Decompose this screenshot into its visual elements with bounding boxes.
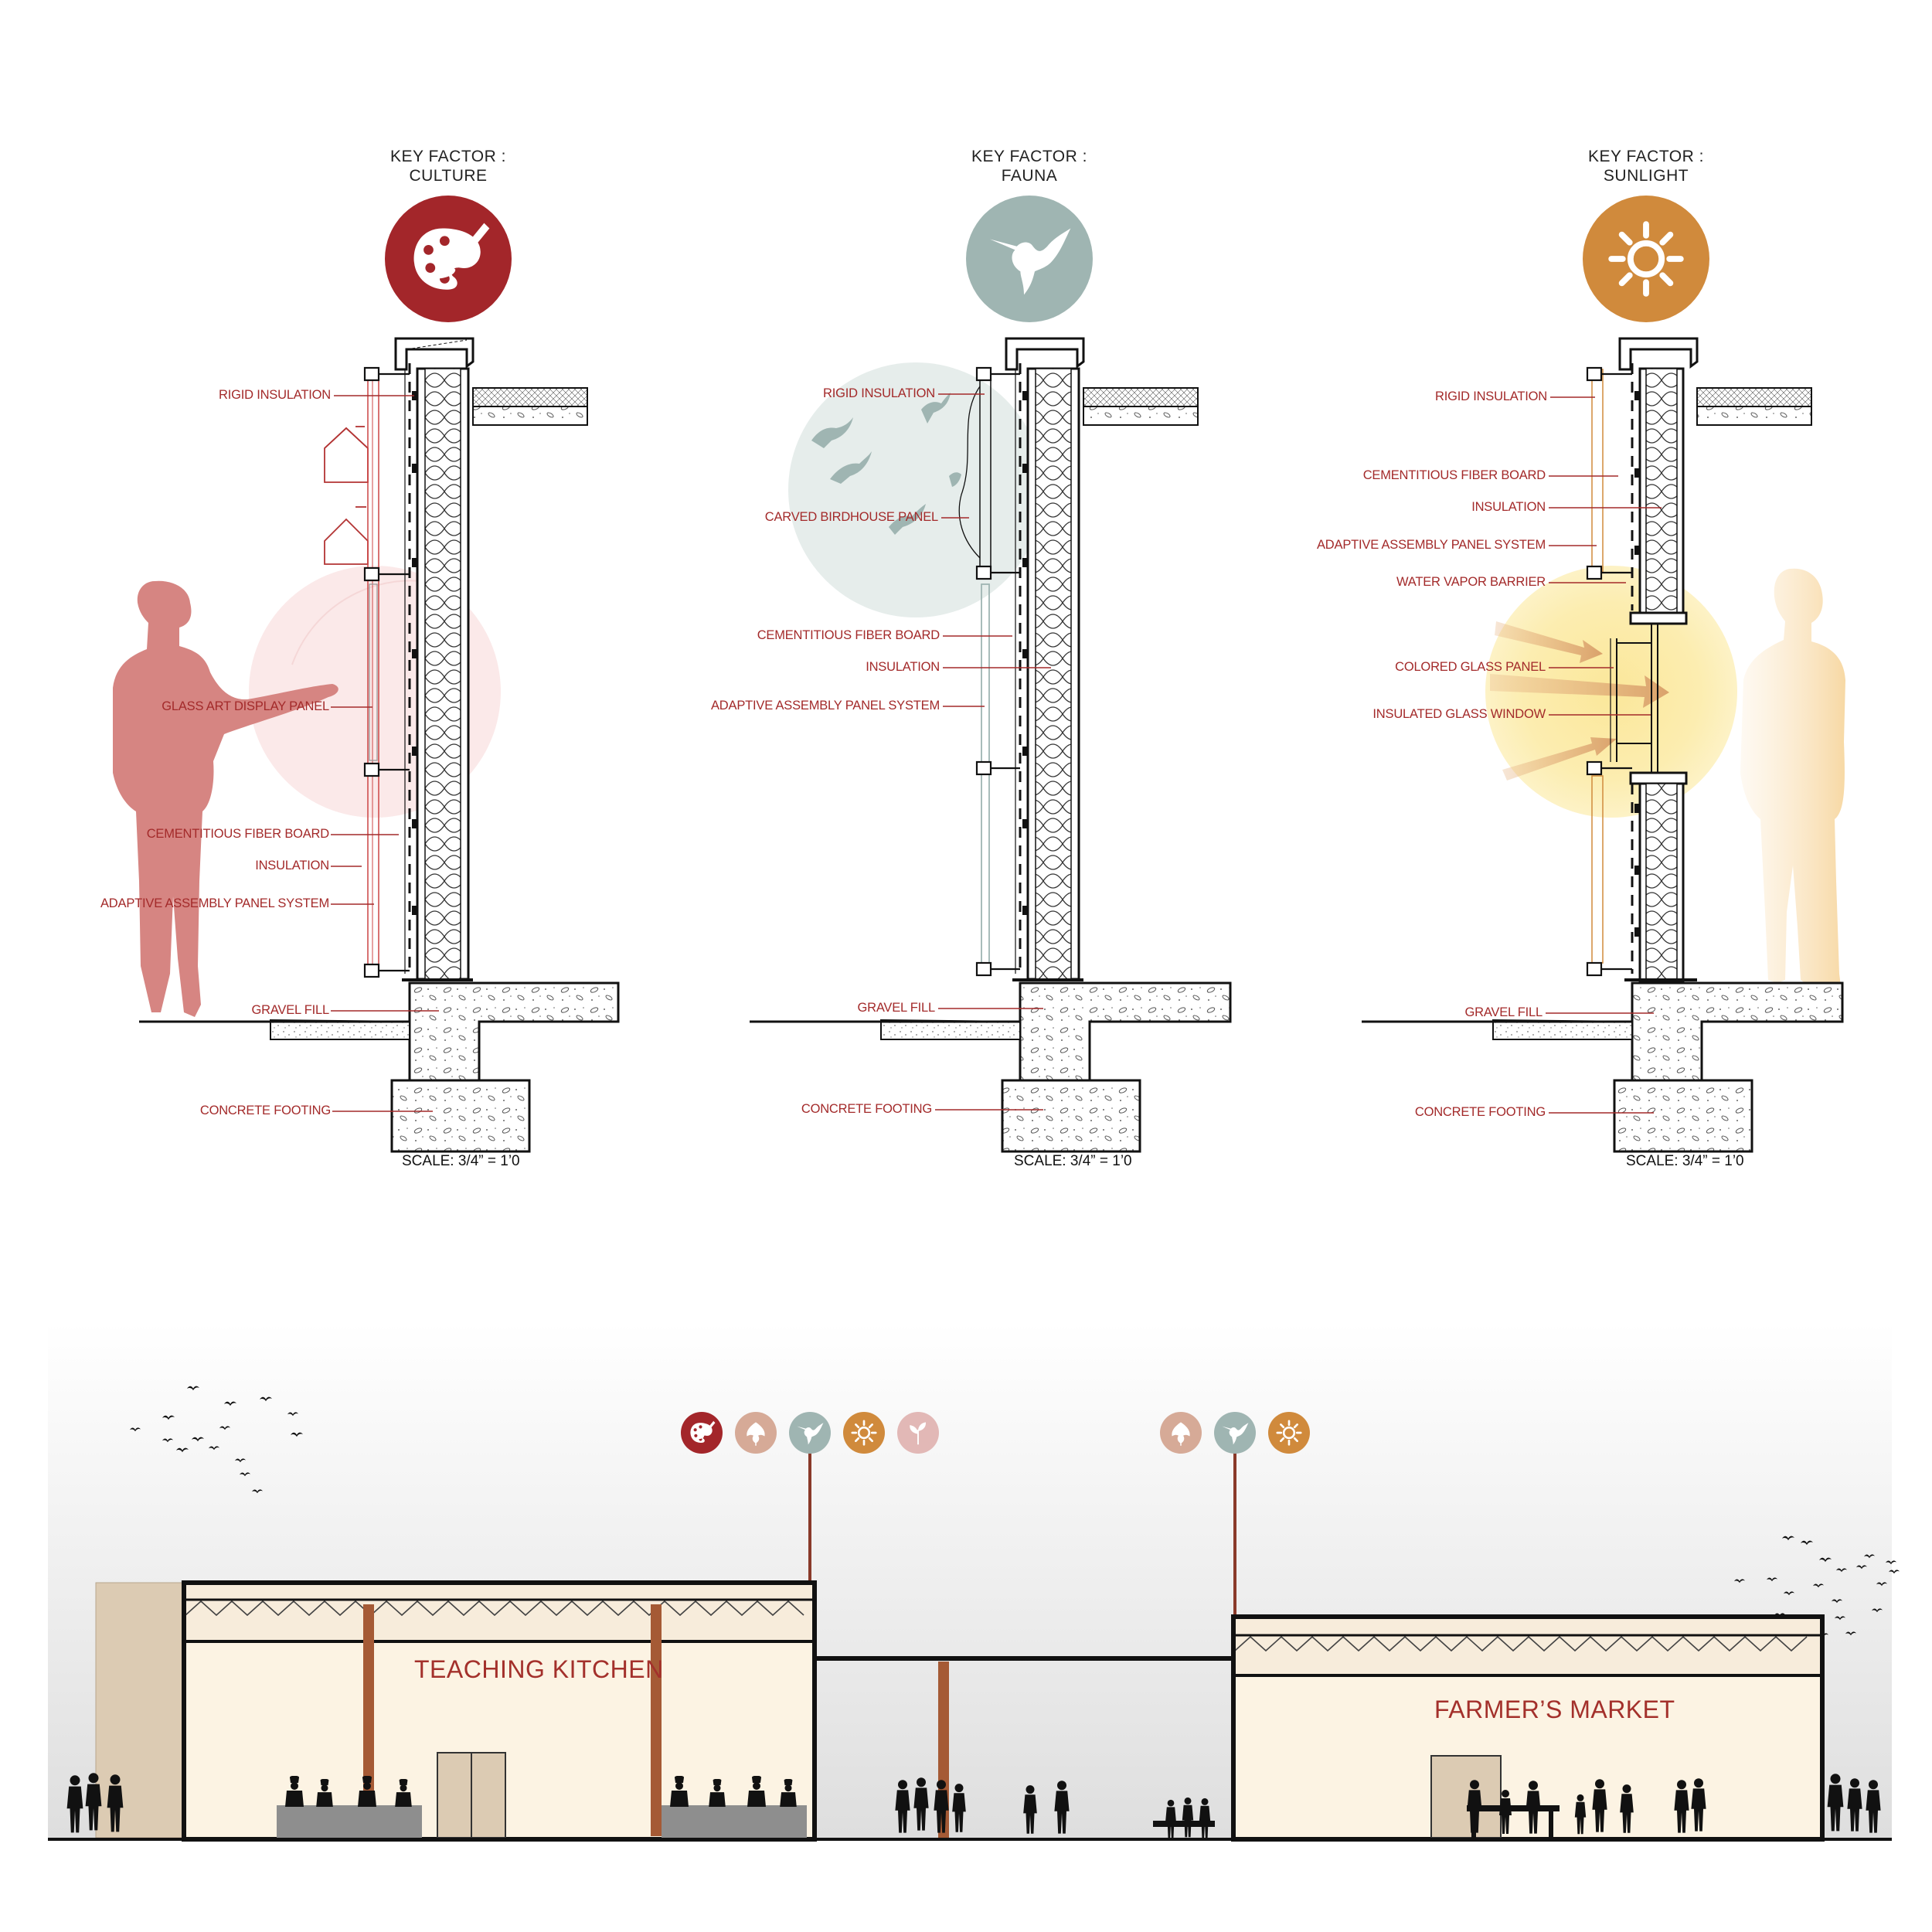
sunlight-icon [1583, 196, 1709, 322]
callout-adaptive-assembly-panel-system: ADAPTIVE ASSEMBLY PANEL SYSTEM [711, 699, 940, 713]
callout-gravel-fill: GRAVEL FILL [1464, 1005, 1543, 1019]
site-elevation [48, 1323, 1900, 1842]
ghost-figure [1740, 568, 1845, 986]
callout-cementitious-fiber-board: CEMENTITIOUS FIBER BOARD [757, 628, 940, 642]
leaf-icon [735, 1412, 777, 1454]
callout-colored-glass-panel: COLORED GLASS PANEL [1395, 660, 1546, 674]
callout-water-vapor-barrier: WATER VAPOR BARRIER [1396, 575, 1546, 589]
fauna-icon [966, 196, 1093, 322]
callout-rigid-insulation: RIGID INSULATION [1434, 389, 1547, 403]
sunlight-arrows [1490, 621, 1669, 781]
hummingbird-icon [789, 1412, 831, 1454]
teaching-kitchen-building [182, 1580, 817, 1842]
scale-note: SCALE: 3/4” = 1’0 [1626, 1153, 1744, 1169]
teaching-kitchen-label: TEACHING KITCHEN [414, 1655, 664, 1683]
leaf-icon [1160, 1412, 1202, 1454]
key-factor-icons [385, 196, 1709, 322]
sun-icon [1268, 1412, 1310, 1454]
person-silhouette [113, 580, 338, 1017]
scale-note: SCALE: 3/4” = 1’0 [402, 1153, 520, 1169]
hummingbird-icon [1214, 1412, 1256, 1454]
callout-gravel-fill: GRAVEL FILL [251, 1003, 329, 1017]
callout-adaptive-assembly-panel-system: ADAPTIVE ASSEMBLY PANEL SYSTEM [1317, 538, 1546, 552]
callout-glass-art-display-panel: GLASS ART DISPLAY PANEL [162, 699, 329, 713]
wall-section-fauna [750, 337, 1232, 1153]
callout-concrete-footing: CONCRETE FOOTING [199, 1104, 331, 1117]
callout-adaptive-assembly-panel-system: ADAPTIVE ASSEMBLY PANEL SYSTEM [100, 896, 329, 910]
key-factor-title-sunlight: KEY FACTOR : SUNLIGHT [1530, 147, 1762, 185]
callout-insulation: INSULATION [255, 859, 329, 872]
palette-brush-icon [681, 1412, 723, 1454]
callout-insulation: INSULATION [1471, 500, 1546, 514]
farmers-market-label: FARMER’S MARKET [1434, 1696, 1675, 1723]
sun-icon [843, 1412, 885, 1454]
callout-cementitious-fiber-board: CEMENTITIOUS FIBER BOARD [1362, 468, 1546, 482]
culture-icon [385, 196, 512, 322]
callout-gravel-fill: GRAVEL FILL [857, 1001, 935, 1015]
scale-note: SCALE: 3/4” = 1’0 [1014, 1153, 1132, 1169]
callout-insulation: INSULATION [866, 660, 940, 674]
callout-insulated-glass-window: INSULATED GLASS WINDOW [1372, 707, 1546, 721]
birdhouse-outlines [324, 426, 369, 565]
flying-birds [811, 393, 961, 535]
key-factor-name: FAUNA [1001, 167, 1058, 185]
farmers-market-building [1231, 1614, 1825, 1842]
callout-carved-birdhouse-panel: CARVED BIRDHOUSE PANEL [764, 510, 938, 524]
key-factor-label: KEY FACTOR : [971, 148, 1087, 165]
key-factor-name: CULTURE [409, 167, 488, 185]
callout-leaders [331, 393, 1662, 1114]
key-factor-title-culture: KEY FACTOR : CULTURE [332, 147, 564, 185]
elevation-icons [681, 1412, 1310, 1454]
key-factor-label: KEY FACTOR : [1588, 148, 1704, 165]
callout-concrete-footing: CONCRETE FOOTING [801, 1102, 932, 1116]
callout-rigid-insulation: RIGID INSULATION [822, 386, 935, 400]
callout-rigid-insulation: RIGID INSULATION [218, 388, 331, 402]
wall-section-culture [113, 337, 620, 1153]
sprout-icon [897, 1412, 939, 1454]
wall-section-sunlight [1362, 337, 1845, 1153]
key-factor-label: KEY FACTOR : [390, 148, 506, 165]
callout-cementitious-fiber-board: CEMENTITIOUS FIBER BOARD [146, 827, 330, 841]
key-factor-name: SUNLIGHT [1603, 167, 1689, 185]
key-factor-title-fauna: KEY FACTOR : FAUNA [913, 147, 1145, 185]
bench [1153, 1821, 1215, 1827]
callout-concrete-footing: CONCRETE FOOTING [1414, 1105, 1546, 1119]
